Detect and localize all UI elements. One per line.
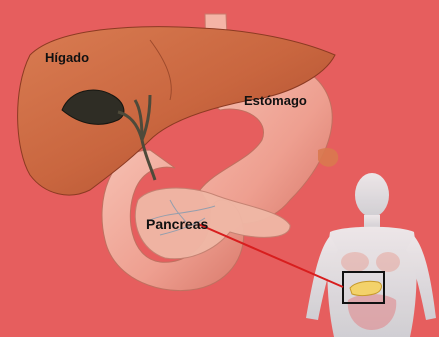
label-stomach: Estómago <box>244 93 307 108</box>
label-pancreas: Pancreas <box>146 216 208 232</box>
human-figure <box>306 173 436 337</box>
label-liver: Hígado <box>45 50 89 65</box>
